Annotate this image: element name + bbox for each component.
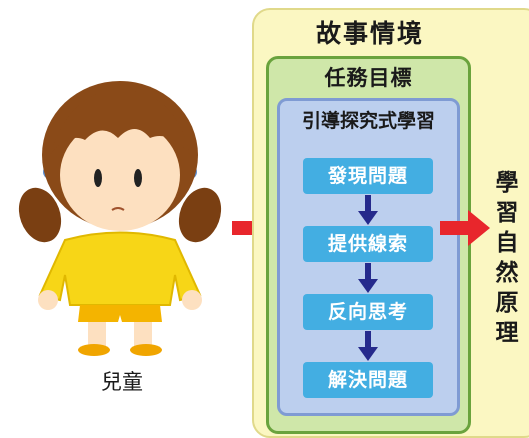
task-title: 任務目標 (324, 66, 413, 90)
outcome-char: 然 (495, 260, 519, 286)
outcome-char: 學 (495, 170, 519, 196)
outcome-char: 理 (495, 320, 519, 346)
step-discover-problem: 發現問題 (303, 158, 433, 194)
step-solve-problem: 解決問題 (303, 362, 433, 398)
outcome-label: 學 習 自 然 原 理 (490, 168, 524, 348)
outcome-char: 原 (495, 290, 519, 316)
outcome-char: 習 (495, 200, 519, 226)
navy-arrow-down-icon (358, 195, 378, 225)
story-title: 故事情境 (315, 19, 424, 48)
child-label: 兒童 (101, 370, 143, 394)
child-illustration (18, 81, 222, 356)
navy-arrow-down-icon (358, 331, 378, 361)
step-reverse-thinking: 反向思考 (303, 294, 433, 330)
red-arrow-right-icon (440, 210, 490, 246)
inquiry-title: 引導探究式學習 (301, 110, 435, 132)
outcome-char: 自 (495, 230, 519, 256)
navy-arrow-down-icon (358, 263, 378, 293)
step-provide-clues: 提供線索 (303, 226, 433, 262)
